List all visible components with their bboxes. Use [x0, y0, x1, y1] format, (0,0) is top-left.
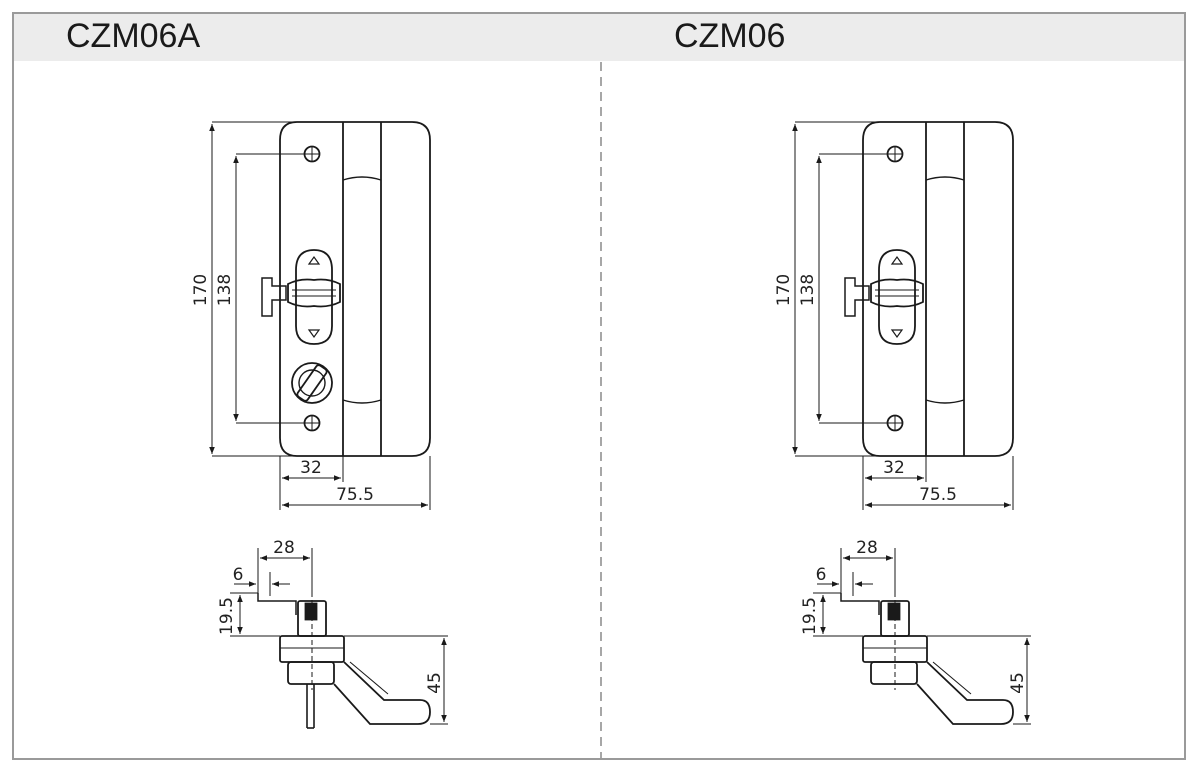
- dim-small-offset: 6: [816, 565, 827, 585]
- model-title-czm06: CZM06: [674, 17, 786, 55]
- dim-height-small: 19.5: [800, 597, 820, 635]
- dim-height-small: 19.5: [217, 597, 237, 635]
- drawing-frame: CZM06A CZM06: [12, 12, 1186, 760]
- dim-small-offset: 6: [233, 565, 244, 585]
- dim-height-lever: 45: [1008, 672, 1028, 694]
- dim-top-width: 28: [273, 538, 295, 558]
- model-title-czm06a: CZM06A: [66, 17, 201, 55]
- dim-offset: 32: [300, 458, 322, 478]
- dim-height-lever: 45: [425, 672, 445, 694]
- dim-height-overall: 170: [191, 274, 211, 306]
- dim-offset: 32: [883, 458, 905, 478]
- spindle-rod: [306, 684, 315, 729]
- czm06-side-view: [813, 548, 1031, 724]
- dim-top-width: 28: [856, 538, 878, 558]
- title-bar: CZM06A CZM06: [14, 14, 1184, 61]
- czm06a-side-view: [230, 548, 448, 724]
- dim-hole-spacing: 138: [215, 274, 235, 306]
- dim-width: 75.5: [336, 485, 374, 505]
- dim-height-overall: 170: [774, 274, 794, 306]
- rotary-lock-icon: [291, 362, 333, 404]
- czm06-panel: 170 138 32 75.5 28 6 19.5 45: [774, 122, 1031, 724]
- dim-width: 75.5: [919, 485, 957, 505]
- czm06a-front-view: [212, 122, 430, 510]
- dim-hole-spacing: 138: [798, 274, 818, 306]
- czm06a-panel: 170 138 32 75.5 28 6 19.5 45: [191, 122, 448, 729]
- czm06-front-view: [795, 122, 1013, 510]
